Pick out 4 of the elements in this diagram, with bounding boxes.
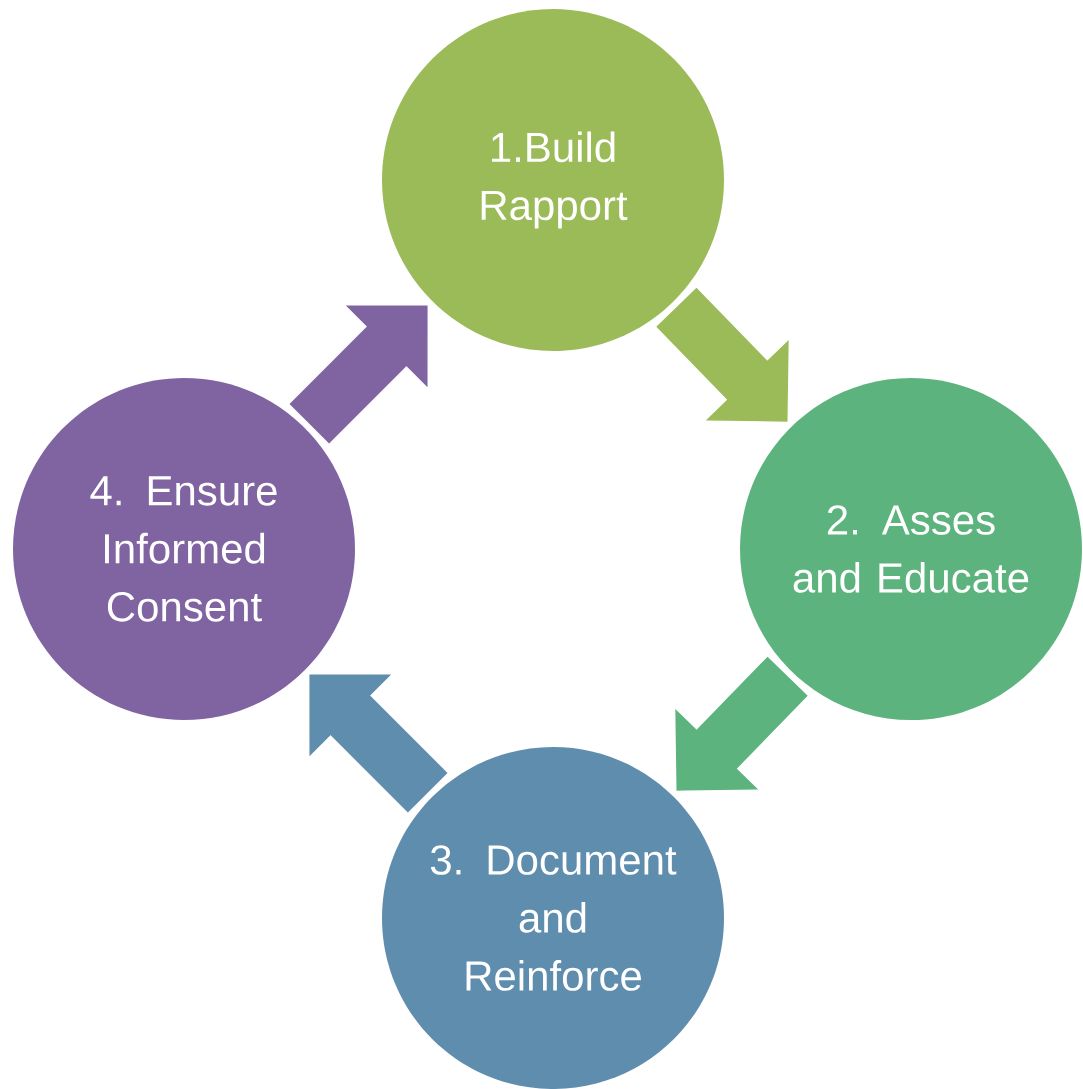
block-arrow — [656, 287, 789, 422]
block-arrow — [309, 674, 448, 813]
block-arrow — [289, 305, 428, 444]
block-arrow — [675, 656, 808, 791]
